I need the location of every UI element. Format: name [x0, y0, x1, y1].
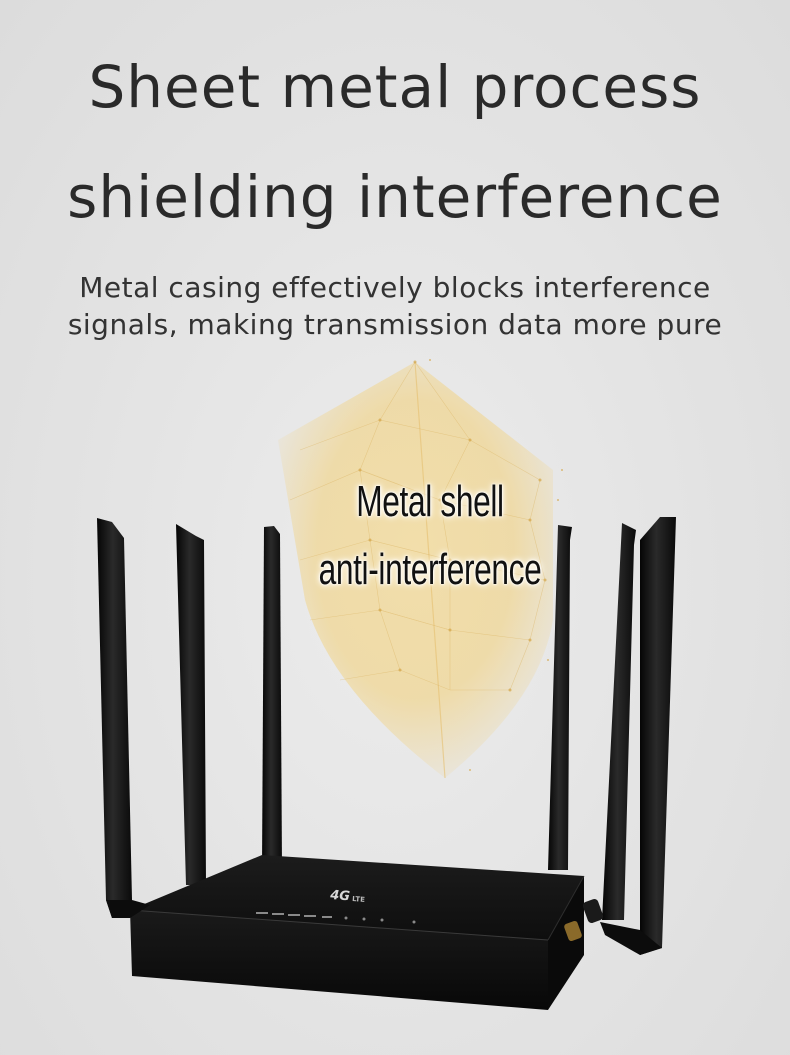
shield-label-line-2: anti-interference: [318, 545, 542, 594]
logo-4g: 4G: [329, 888, 351, 904]
antenna-back-center-left: [262, 526, 282, 870]
router-body: [129, 855, 585, 1010]
antenna-back-right: [602, 523, 636, 920]
subtitle-line-1: Metal casing effectively blocks interfer…: [79, 271, 711, 304]
headline-line-2: shielding interference: [67, 163, 723, 231]
shield-label-line-1: Metal shell: [356, 477, 504, 526]
subtitle-line-2: signals, making transmission data more p…: [67, 308, 723, 341]
side-connectors: [564, 899, 604, 942]
antenna-back-center-right: [548, 525, 572, 870]
led-indicators: [256, 912, 416, 924]
antenna-front-right: [600, 517, 676, 955]
shield-graphic: [278, 359, 567, 779]
antenna-back-left: [176, 524, 206, 885]
headline-line-1: Sheet metal process: [88, 53, 702, 121]
antenna-front-left: [97, 518, 150, 918]
logo-lte: LTE: [352, 895, 366, 904]
router-logo: 4G LTE: [329, 888, 366, 904]
